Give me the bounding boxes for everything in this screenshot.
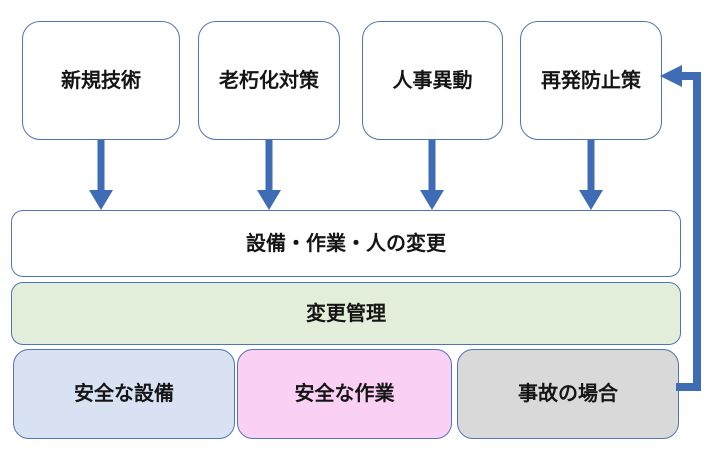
box-safe-equipment-label: 安全な設備 — [74, 383, 174, 405]
box-safe-work-label: 安全な作業 — [294, 383, 395, 405]
box-safe-equipment: 安全な設備 — [13, 349, 235, 439]
down-arrow-icon — [257, 140, 281, 210]
box-equipment-work-people-change-label: 設備・作業・人の変更 — [246, 232, 446, 255]
box-recurrence-prevention-label: 再発防止策 — [541, 69, 641, 92]
box-accident-case: 事故の場合 — [457, 349, 679, 439]
box-new-technology-label: 新規技術 — [61, 69, 141, 92]
box-new-technology: 新規技術 — [22, 21, 180, 140]
box-safe-work: 安全な作業 — [237, 349, 452, 439]
box-aging-countermeasures-label: 老朽化対策 — [219, 69, 319, 92]
box-equipment-work-people-change: 設備・作業・人の変更 — [11, 210, 681, 277]
box-accident-case-label: 事故の場合 — [518, 383, 618, 405]
box-recurrence-prevention: 再発防止策 — [520, 21, 662, 140]
down-arrow-icon — [579, 140, 603, 210]
box-aging-countermeasures: 老朽化対策 — [198, 21, 340, 140]
box-personnel-changes: 人事異動 — [362, 21, 503, 140]
box-personnel-changes-label: 人事異動 — [392, 69, 473, 92]
box-change-management-label: 変更管理 — [306, 302, 386, 325]
down-arrow-icon — [89, 140, 113, 210]
down-arrow-icon — [420, 140, 444, 210]
feedback-arrowhead-icon — [660, 65, 682, 87]
box-change-management: 変更管理 — [11, 282, 681, 345]
